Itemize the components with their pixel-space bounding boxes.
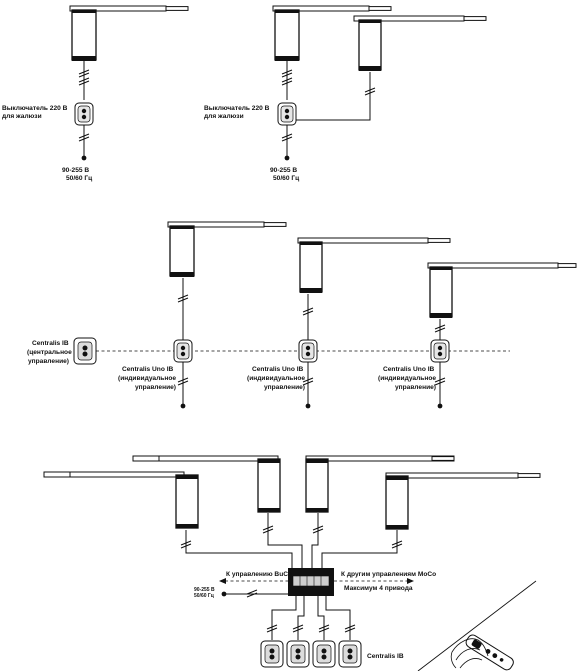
- motor-9: [305, 455, 455, 513]
- uno-3-label-line1: Centralis Uno IB: [383, 366, 435, 373]
- motor-3: [353, 15, 487, 71]
- supply-terminal-2: [284, 155, 290, 161]
- uno-3-label-line2: (индивидуальное: [378, 375, 436, 382]
- motor-10: [385, 472, 541, 530]
- switch-1-label-line2: для жалюзи: [2, 113, 42, 120]
- middle-scheme: Centralis IB (центральное управление) Ce…: [27, 221, 577, 409]
- central-remote: [73, 337, 97, 365]
- separator-line: [417, 580, 537, 671]
- central-label-line2: (центральное: [27, 349, 72, 356]
- top-left-scheme: Выключатель 220 В для жалюзи 90-255 В 50…: [2, 5, 189, 182]
- switch-2-label-line1: Выключатель 220 В: [204, 105, 270, 112]
- wall-switch-1: [74, 102, 94, 126]
- bus-right-label: К другим управлениям MoCo: [341, 571, 436, 578]
- supply-1-label-line1: 90-255 В: [62, 167, 89, 174]
- motor-6: [427, 262, 577, 318]
- motor-8: [132, 455, 281, 513]
- group-switch-3: [312, 640, 336, 668]
- group-switch-4: [338, 640, 362, 668]
- supply-terminal-1: [81, 155, 87, 161]
- uno-switch-3: [430, 339, 450, 363]
- hand-icon: [450, 638, 489, 669]
- top-right-scheme: Выключатель 220 В для жалюзи 90-255 В 50…: [204, 5, 487, 182]
- switch-1-label-line1: Выключатель 220 В: [2, 105, 68, 112]
- motor-controller-box: [288, 568, 334, 596]
- uno-3-label-line3: управление): [395, 384, 436, 391]
- uno-switch-2: [298, 339, 318, 363]
- motor-5: [297, 237, 451, 293]
- supply-3-label-line2: 50/60 Гц: [194, 593, 215, 599]
- wall-switch-2: [277, 102, 297, 126]
- supply-1-label-line2: 50/60 Гц: [66, 175, 92, 182]
- motor-4: [167, 221, 287, 278]
- group-switch-2: [286, 640, 310, 668]
- uno-1-label-line3: управление): [135, 384, 176, 391]
- uno-1-label-line1: Centralis Uno IB: [122, 366, 174, 373]
- supply-3-label-line1: 90-255 В: [194, 587, 215, 593]
- switch-2-label-line2: для жалюзи: [204, 113, 244, 120]
- supply-2-label-line1: 90-255 В: [270, 167, 297, 174]
- uno-1-label-line2: (индивидуальное: [118, 375, 176, 382]
- central-label-line1: Centralis IB: [32, 340, 69, 347]
- uno-2-label-line2: (индивидуальное: [247, 375, 305, 382]
- motor-7: [43, 471, 199, 529]
- bus-left-label: К управлению BuCo: [226, 571, 292, 578]
- central-label-line3: управление): [28, 358, 69, 365]
- max-drives-label: Максимум 4 привода: [344, 585, 413, 592]
- uno-switch-1: [173, 339, 193, 363]
- group-switch-1: [260, 640, 284, 668]
- uno-2-label-line3: управление): [264, 384, 305, 391]
- uno-2-label-line1: Centralis Uno IB: [252, 366, 304, 373]
- centralis-ib-label: Centralis IB: [367, 653, 404, 660]
- bottom-scheme: К управлению BuCo К другим управлениям M…: [43, 455, 541, 671]
- motor-1: [69, 5, 189, 62]
- handheld-remote: [465, 634, 514, 671]
- supply-2-label-line2: 50/60 Гц: [273, 175, 299, 182]
